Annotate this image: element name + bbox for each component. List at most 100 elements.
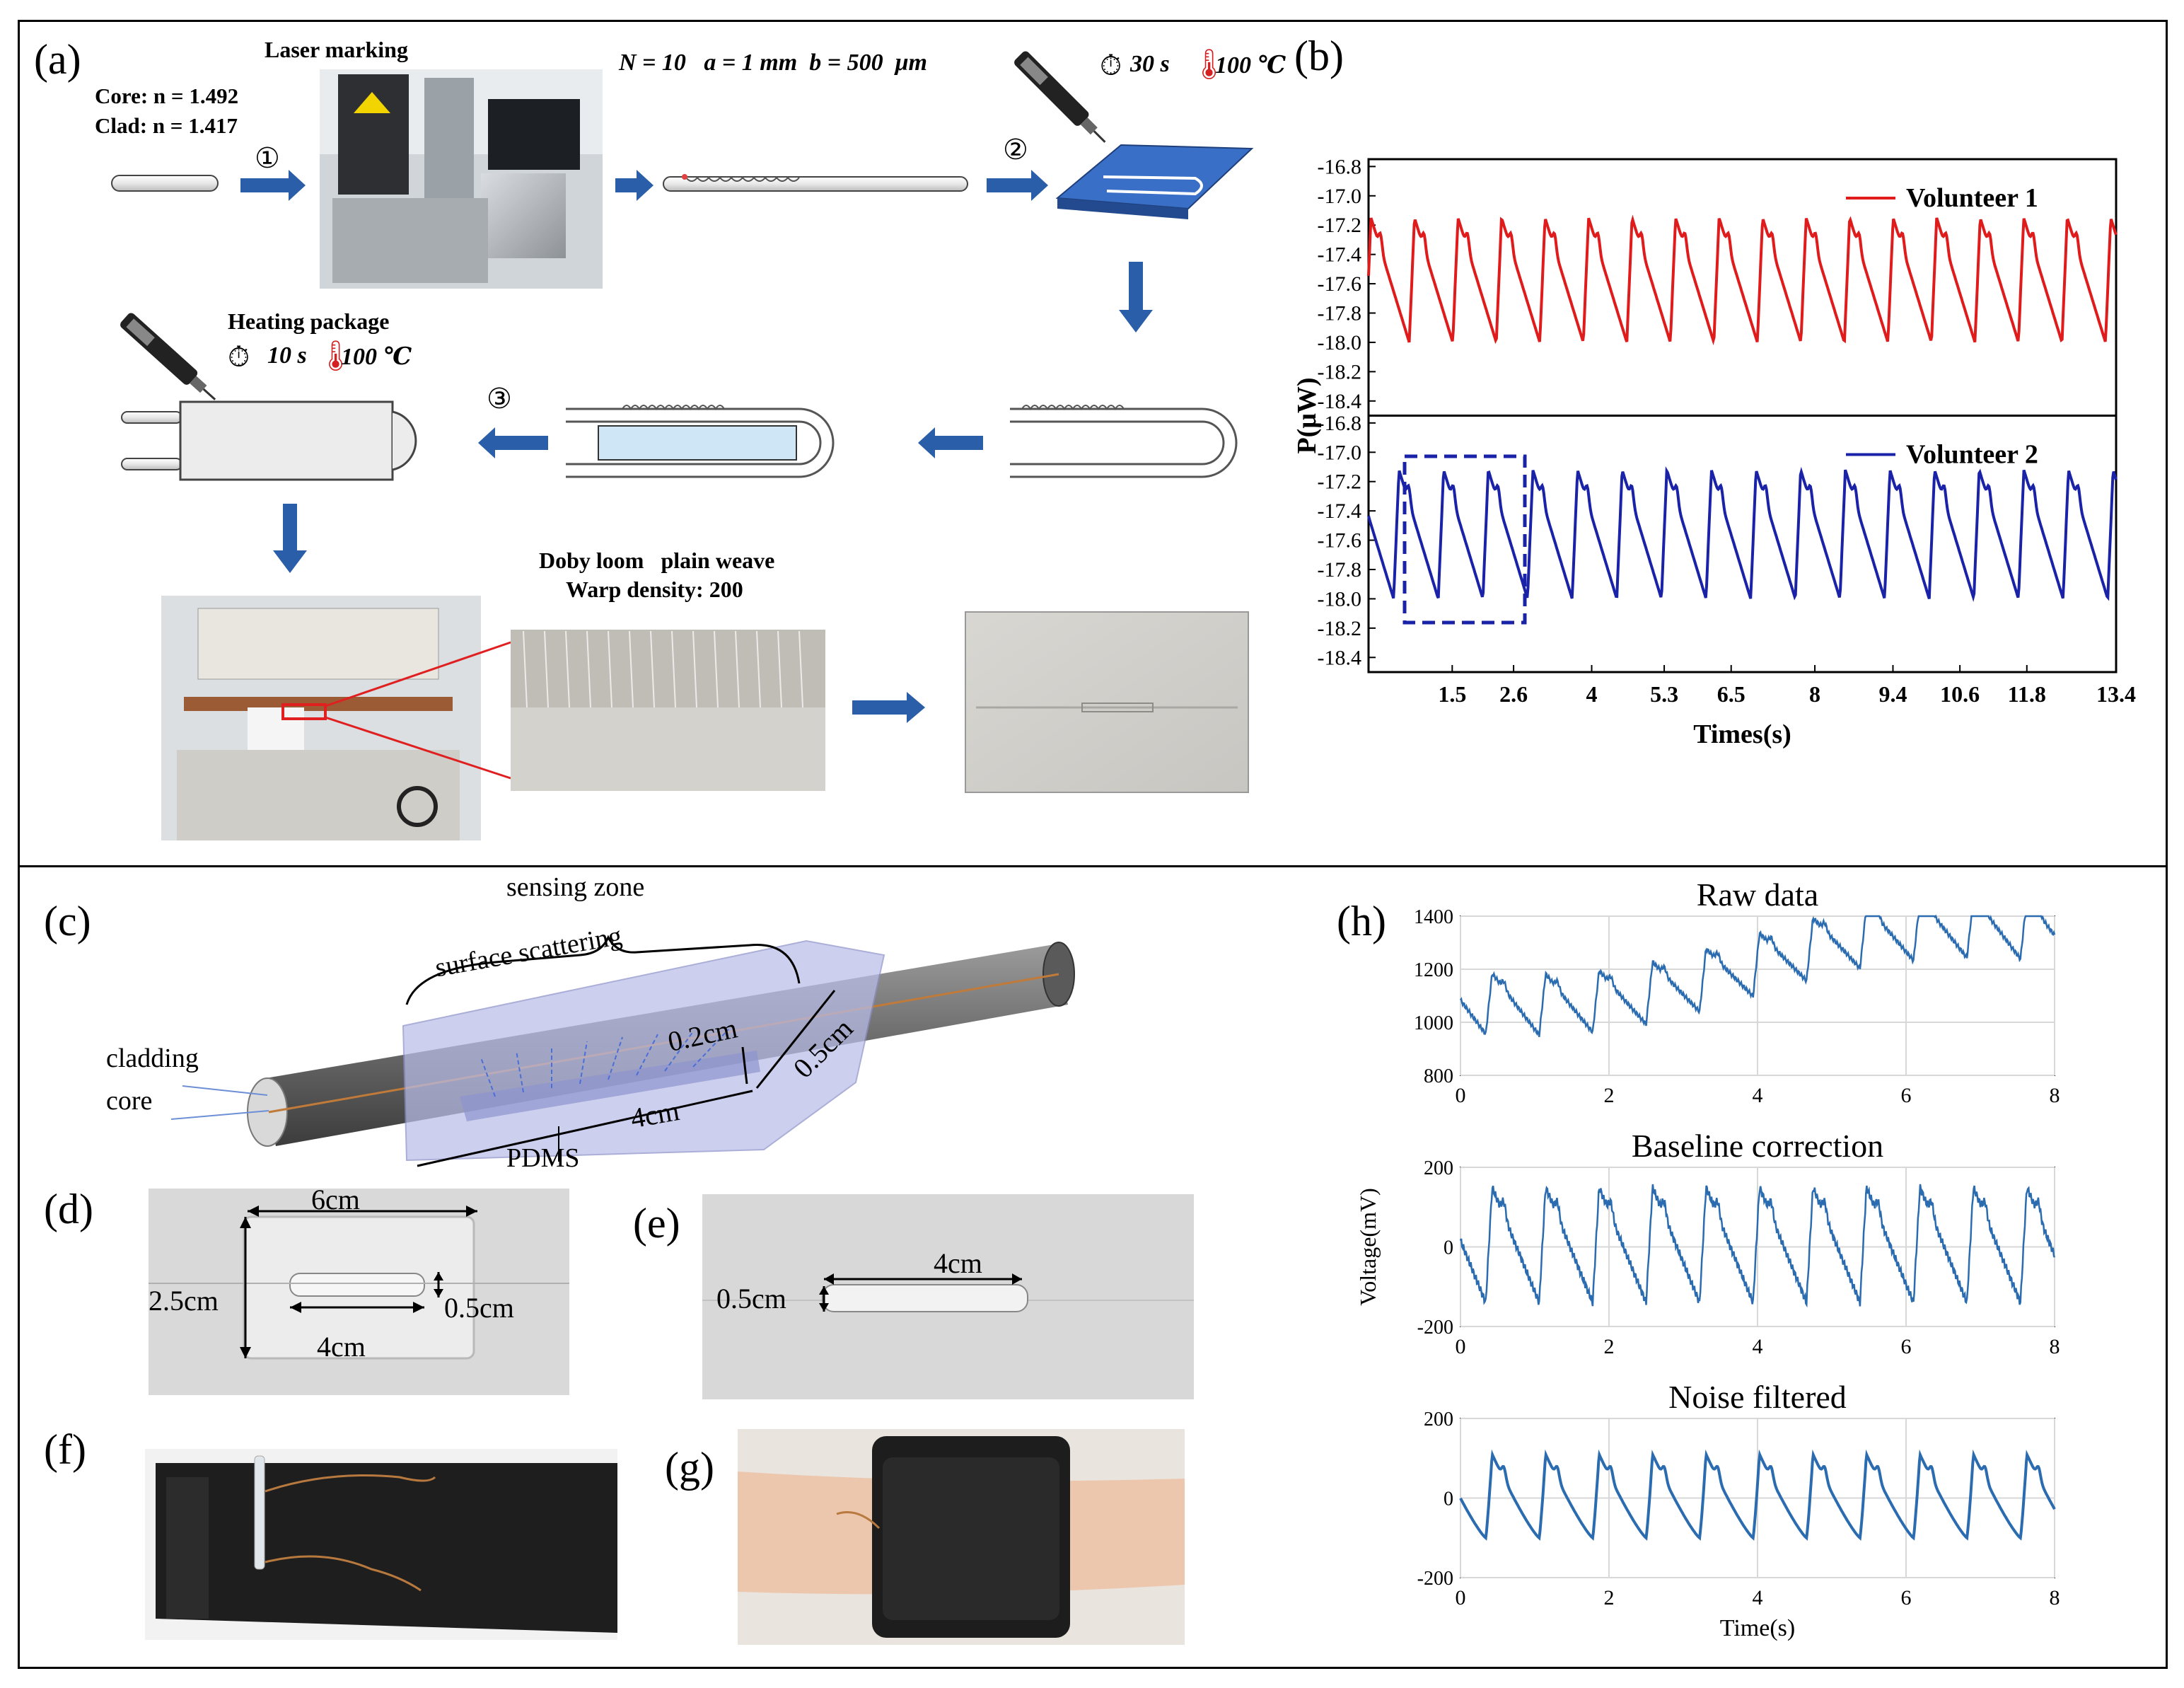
chart-b-xtick-label: 2.6 [1499,681,1528,707]
chart-h-xtick-label: 0 [1456,1586,1466,1609]
panel-g-photo [738,1429,1185,1645]
finished-fabric-photo [965,611,1249,793]
cladding-leader [182,1085,268,1096]
chart-b-legend-label: Volunteer 1 [1906,183,2038,213]
chart-h-xtick-label: 8 [2050,1586,2060,1609]
chart-h-xtick-label: 0 [1456,1084,1466,1107]
chart-h-xtick-label: 4 [1753,1084,1763,1107]
panel-label-b: (b) [1294,33,1344,79]
chart-b-ytick-label: -17.0 [1318,185,1362,208]
chart-h-ytick-label: 0 [1444,1488,1453,1510]
chart-h-xtick-label: 2 [1604,1586,1615,1609]
chart-b-xtick-label: 11.8 [2008,681,2046,707]
chart-b-xtick-label: 1.5 [1438,681,1466,707]
chart-b-ytick-label: -18.2 [1318,617,1362,640]
chart-h-xlabel: Time(s) [1720,1615,1795,1641]
chart-b-xtick-label: 4 [1586,681,1598,707]
chart-h-ytick-label: 1000 [1414,1012,1453,1034]
chart-h-title-3: Noise filtered [1668,1379,1847,1415]
chart-h-xtick-label: 4 [1753,1335,1763,1358]
chart-b-series-2 [1367,466,2118,602]
chart-b-xtick-label: 10.6 [1940,681,1980,707]
chart-h-xtick-label: 6 [1901,1084,1912,1107]
chart-h-ytick-label: -200 [1417,1568,1453,1590]
chart-b-xtick-label: 8 [1809,681,1820,707]
chart-b-xlabel: Times(s) [1693,719,1791,749]
cure2-temp: 100 ℃ [341,344,412,370]
zoom-line-bottom [325,716,511,780]
chart-h-series-1 [1459,914,2056,1037]
panel-f-photo [145,1449,617,1640]
chart-h-ylabel: Voltage(mV) [1358,1188,1381,1305]
chart-b-ytick-label: -17.4 [1318,243,1362,267]
d-width-4: 4cm [317,1331,366,1363]
blue-mold-plate [1055,144,1254,219]
bottom-figure-frame [18,865,2168,1669]
step-arrow-1b [615,170,654,201]
panel-b-chart: -16.8 -17.0 -17.2 -17.4 -17.6 -17.8 -18.0 -18.2… [1292,155,2136,749]
chart-b-legend-label: Volunteer 2 [1906,440,2038,470]
loom-title: Doby loom plain weave [539,548,775,573]
panel-label-a: (a) [34,36,81,83]
core-index-label: Core: n = 1.492 [95,83,239,108]
chart-b-ytick-label: -17.2 [1318,214,1362,237]
dim-05-arrow [755,990,836,1089]
chart-h-ytick-label: 200 [1424,1157,1453,1179]
chart-b-series-1 [1367,214,2118,346]
chart-b-ytick-label: -17.8 [1318,302,1362,325]
laser-marking-title: Laser marking [265,37,408,62]
chart-h-xtick-label: 4 [1753,1586,1763,1609]
step-arrow-down-2 [273,504,307,573]
d-height-25: 2.5cm [149,1285,219,1317]
panel-label-h: (h) [1337,898,1386,944]
chart-h-series-2 [1459,1184,2056,1308]
chart-b-ytick-label: -17.8 [1318,558,1362,582]
panel-c-diagram [170,935,1075,1167]
sensing-zone-brace [405,935,801,1005]
chart-h-ytick-label: 1200 [1414,959,1453,981]
cure1-time: 30 s [1130,51,1170,77]
chart-b-ytick-label: -16.8 [1318,155,1362,178]
chart-h-ytick-label: 800 [1424,1065,1453,1087]
panel-label-g: (g) [665,1444,714,1491]
chart-b-xtick-label: 5.3 [1650,681,1678,707]
panel-f-drawing [156,1455,617,1633]
panel-d-photo [149,1189,569,1395]
chart-b-xtick-label: 6.5 [1717,681,1746,707]
step-2-marker: ② [1003,134,1028,166]
chart-h-xtick-label: 6 [1901,1586,1912,1609]
panel-label-e: (e) [633,1200,680,1247]
clad-index-label: Clad: n = 1.417 [95,113,238,138]
panel-a-diagram [111,51,1254,840]
chart-b-ytick-label: -18.0 [1318,331,1362,354]
pdms-label: PDMS [506,1143,580,1173]
chart-h-xtick-label: 6 [1901,1335,1912,1358]
chart-h-title-1: Raw data [1697,877,1818,913]
notch-parameters: N = 10 a = 1 mm b = 500 μm [619,50,927,76]
d-height-05: 0.5cm [444,1292,514,1324]
cure1-temp: 100 ℃ [1215,52,1286,79]
chart-b-xtick-label: 13.4 [2096,681,2136,707]
timer-icon-1: ⏱ [1100,50,1122,82]
sensing-zone-label: sensing zone [506,872,645,902]
chart-b-ytick-label: -17.6 [1318,272,1362,296]
cladding-label: cladding [106,1044,199,1073]
laser-machine-photo [320,69,603,289]
chart-h-xtick-label: 8 [2050,1335,2060,1358]
cure2-time: 10 s [267,342,307,369]
timer-icon-2: ⏱ [228,341,250,374]
chart-b-ytick-label: -18.4 [1318,646,1362,669]
chart-b-ylabel: P(μW) [1292,377,1322,453]
chart-b-ytick-label: -17.6 [1318,529,1362,553]
chart-h-ytick-label: 0 [1444,1237,1453,1259]
packaged-sensor [121,400,417,481]
thermometer-icon-2: 🌡 [317,338,355,373]
step-arrow-1 [240,170,306,201]
panel-e-photo [702,1194,1194,1399]
chart-h-series-3 [1459,1449,2056,1541]
zoom-line-top [325,641,511,707]
zoomed-fabric-photo [511,630,825,791]
step-arrow-3 [478,427,548,458]
chart-b-ytick-label: -17.2 [1318,470,1362,494]
